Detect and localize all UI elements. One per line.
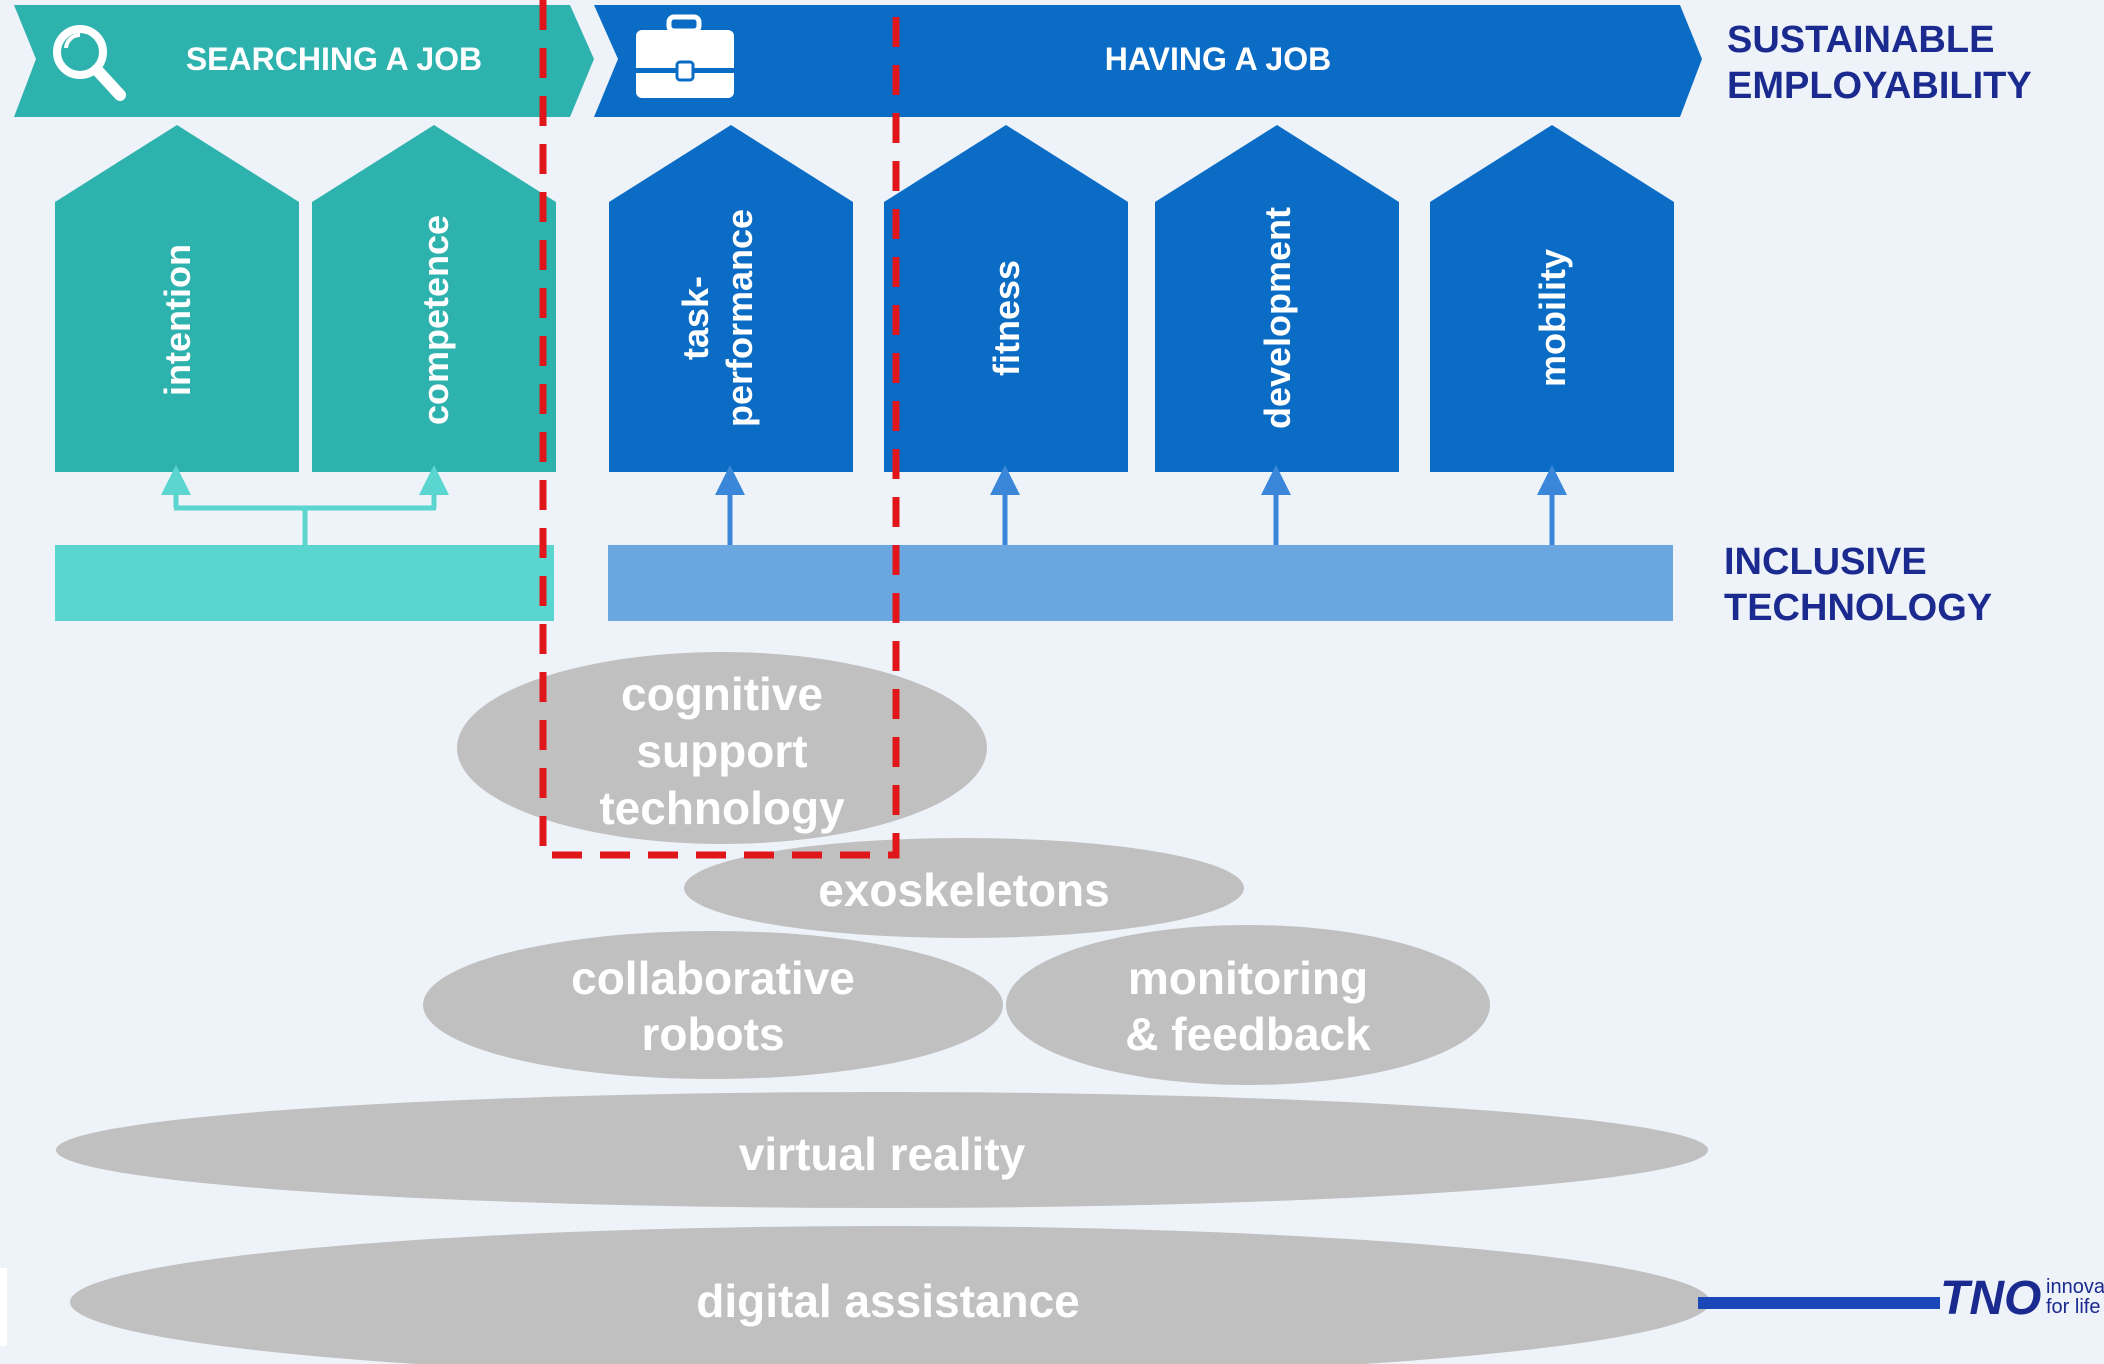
pillar-fitness: fitness [884, 125, 1128, 472]
tech-exoskeletons: exoskeletons [684, 838, 1244, 938]
pillar-development: development [1155, 125, 1399, 472]
magnifier-icon [53, 25, 126, 101]
pillar-label-fitness: fitness [986, 260, 1027, 376]
tech-virtual-reality: virtual reality [56, 1092, 1708, 1208]
tech-digital-assistance: digital assistance [70, 1226, 1710, 1364]
left-edge-fragment [0, 1268, 7, 1346]
pillar-intention: intention [55, 125, 299, 472]
searching-job-banner: SEARCHING A JOB [14, 5, 594, 117]
tno-logo-mark: TNO [1940, 1272, 2041, 1325]
pillar-label-task-performance: task-performance [675, 209, 760, 427]
pillar-label-intention: intention [157, 244, 198, 396]
svg-text:monitoring& feedback: monitoring& feedback [1125, 952, 1371, 1060]
pillar-mobility: mobility [1430, 125, 1674, 472]
pillar-label-competence: competence [415, 215, 456, 425]
highlight-dashed-frame [539, 0, 900, 859]
inclusive-bar-searching [55, 545, 554, 621]
having-job-banner: HAVING A JOB [594, 5, 1702, 117]
having-connector-arrows [715, 465, 1567, 545]
briefcase-icon [636, 14, 734, 98]
tech-monitoring-feedback: monitoring& feedback [1006, 925, 1490, 1085]
pillar-label-development: development [1257, 207, 1298, 429]
pillar-competence: competence [312, 125, 556, 472]
searching-connector-arrows [161, 465, 449, 545]
svg-text:virtual reality: virtual reality [739, 1128, 1026, 1180]
svg-text:digital assistance: digital assistance [696, 1275, 1080, 1327]
svg-text:exoskeletons: exoskeletons [818, 864, 1109, 916]
having-banner-label: HAVING A JOB [1105, 41, 1331, 77]
searching-banner-label: SEARCHING A JOB [186, 41, 482, 77]
pillar-label-mobility: mobility [1532, 249, 1573, 387]
having-banner-shape [594, 5, 1702, 117]
inclusive-bar-having [608, 545, 1673, 621]
pillar-task-performance: task-performance [609, 125, 853, 472]
searching-banner-shape [14, 5, 594, 117]
